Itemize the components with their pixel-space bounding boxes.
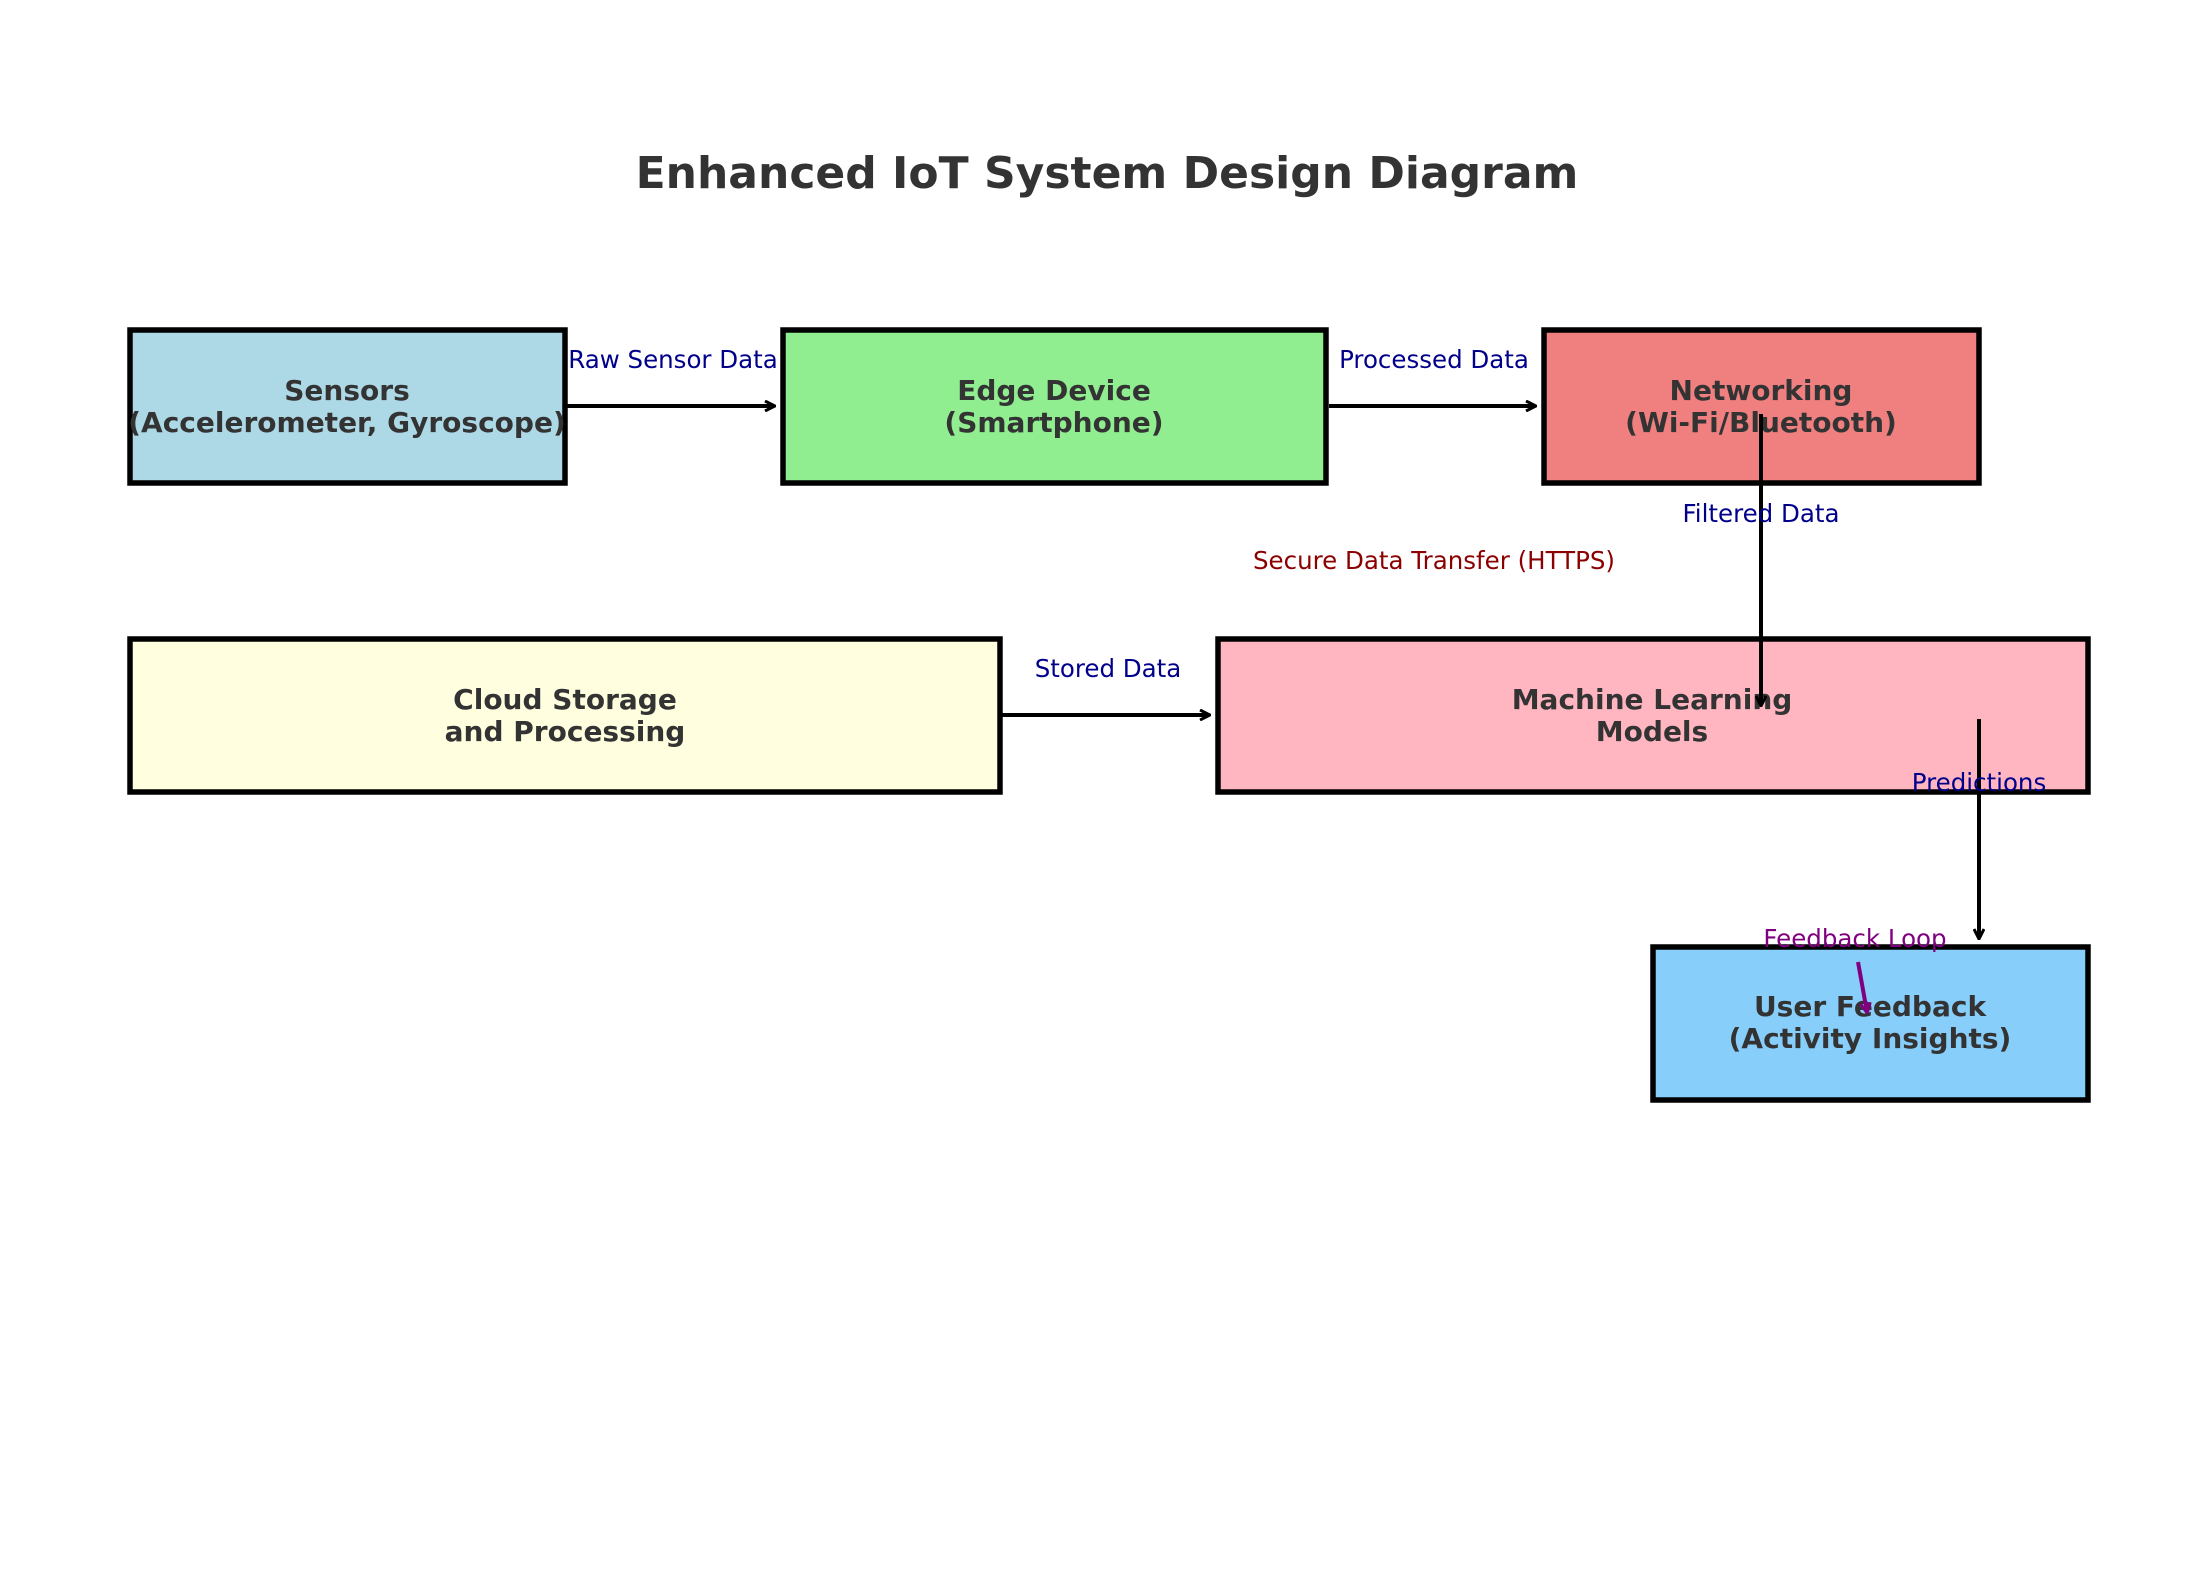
networking-label: Networking — [1670, 374, 1853, 407]
label-feedback-loop: Feedback Loop — [1763, 924, 1946, 953]
machine-learning-label: Machine Learning — [1512, 683, 1793, 716]
sensors-box — [127, 327, 568, 486]
cloud-storage-box — [127, 636, 1003, 795]
user-feedback-label: User Feedback — [1754, 990, 1988, 1023]
arrow-feedback-loop — [1856, 961, 1867, 1012]
user-feedback-sublabel: (Activity Insights) — [1729, 1022, 2012, 1055]
diagram-title: Enhanced IoT System Design Diagram — [636, 148, 1579, 199]
node-cloud-storage: Cloud Storage and Processing — [127, 636, 1003, 795]
label-secure-transfer: Secure Data Transfer (HTTPS) — [1253, 546, 1615, 575]
label-predictions: Predictions — [1912, 768, 2046, 797]
cloud-storage-sublabel: and Processing — [445, 715, 686, 748]
machine-learning-sublabel: Models — [1596, 715, 1708, 748]
node-user-feedback: User Feedback (Activity Insights) — [1650, 944, 2091, 1103]
machine-learning-box — [1215, 636, 2091, 795]
cloud-storage-label: Cloud Storage — [453, 683, 677, 716]
edge-device-label: Edge Device — [957, 374, 1151, 407]
label-filtered-data: Filtered Data — [1682, 499, 1839, 528]
sensors-label: Sensors — [284, 374, 409, 407]
node-machine-learning: Machine Learning Models — [1215, 636, 2091, 795]
sensors-sublabel: (Accelerometer, Gyroscope) — [128, 406, 566, 439]
user-feedback-box — [1650, 944, 2091, 1103]
label-stored-data: Stored Data — [1035, 654, 1182, 683]
node-sensors: Sensors (Accelerometer, Gyroscope) — [127, 327, 568, 486]
label-raw-sensor-data: Raw Sensor Data — [568, 345, 778, 374]
edge-device-sublabel: (Smartphone) — [944, 406, 1163, 439]
node-edge-device: Edge Device (Smartphone) — [780, 327, 1329, 486]
edge-device-box — [780, 327, 1329, 486]
label-processed-data: Processed Data — [1339, 345, 1529, 374]
